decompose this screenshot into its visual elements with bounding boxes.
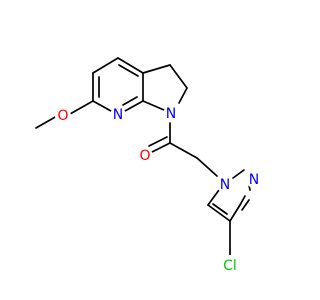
bond-n7-c6 bbox=[92, 100, 112, 112]
bond-c4-c3a bbox=[117, 57, 144, 74]
bond-pz-c4-c5-inner bbox=[212, 203, 228, 215]
atom-label-methoxy-o: O bbox=[57, 108, 68, 124]
atom-label-pyrazole-n2: N bbox=[249, 172, 259, 188]
bond-n1-c7a bbox=[142, 100, 165, 111]
bonds bbox=[35, 57, 251, 256]
molecule-structure-diagram: O N N O N N Cl bbox=[35, 57, 262, 277]
atom-label-pyridine-n: N bbox=[113, 107, 123, 123]
atom-carbonyl-oxygen: O bbox=[137, 148, 153, 164]
bond-c3a-c3 bbox=[142, 64, 171, 74]
bond-ch2-pyrazole-n1 bbox=[196, 157, 218, 177]
bond-pz-c5-n1 bbox=[207, 189, 220, 206]
bond-c7a-n7-inner bbox=[122, 96, 138, 106]
bond-carbonyl-double-a bbox=[151, 142, 171, 153]
bond-c7a-n7 bbox=[124, 100, 144, 112]
atom-label-carbonyl-o: O bbox=[139, 148, 150, 164]
bond-pz-n1-n2 bbox=[232, 169, 245, 179]
atom-methoxy-oxygen: O bbox=[55, 108, 71, 124]
bond-pz-c4-c5 bbox=[207, 204, 231, 222]
bond-carbonyl-double-b bbox=[148, 136, 168, 147]
atom-labels: O N N O N N Cl bbox=[55, 106, 262, 277]
atom-pyridine-nitrogen: N bbox=[110, 107, 126, 123]
bond-c4-c3a-inner bbox=[118, 64, 139, 77]
bond-methyl-o bbox=[35, 115, 58, 129]
atom-pyrazole-nitrogen-1: N bbox=[217, 177, 233, 193]
bond-o-c6 bbox=[69, 100, 94, 115]
bond-c5-c4 bbox=[92, 57, 119, 74]
bond-pz-n2-c3-inner bbox=[241, 199, 250, 211]
bond-c2-n1 bbox=[178, 87, 188, 104]
bond-pz-c3-c4 bbox=[229, 204, 241, 222]
atom-label-chlorine: Cl bbox=[223, 258, 237, 274]
atom-pyrazole-nitrogen-2: N bbox=[246, 172, 262, 188]
atom-pyrroline-nitrogen: N bbox=[163, 106, 179, 122]
bond-c3-c2 bbox=[169, 64, 188, 89]
atom-label-pyrroline-n: N bbox=[166, 106, 176, 122]
bond-pz-n2-c3 bbox=[239, 195, 246, 206]
bond-carbonyl-ch2 bbox=[169, 142, 198, 159]
atom-label-pyrazole-n1: N bbox=[220, 177, 230, 193]
atom-chlorine: Cl bbox=[219, 255, 241, 277]
